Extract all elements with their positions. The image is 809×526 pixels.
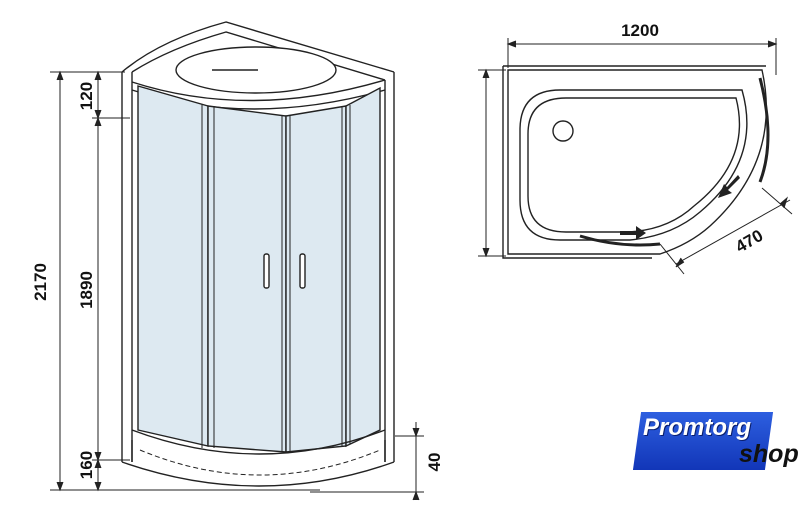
dim-tray: 40 [425, 453, 444, 472]
logo-line1: Promtorg [643, 414, 751, 441]
promtorg-logo: Promtorg shop [632, 412, 805, 470]
top-view [502, 65, 770, 259]
door-arrows [620, 175, 740, 240]
arrow-right-door-icon [718, 175, 740, 198]
front-view [121, 21, 395, 487]
dim-top: 120 [77, 82, 96, 110]
dim-door-height: 1890 [77, 271, 96, 309]
dim-bottom: 160 [77, 451, 96, 479]
logo-line2: shop [739, 440, 799, 468]
front-dimensions [50, 70, 424, 501]
top-dimensions [478, 38, 793, 275]
dim-door-opening: 470 [732, 226, 766, 257]
dim-width: 1200 [621, 21, 659, 40]
dim-total-height: 2170 [31, 263, 50, 301]
arrow-left-door-icon [620, 226, 646, 240]
